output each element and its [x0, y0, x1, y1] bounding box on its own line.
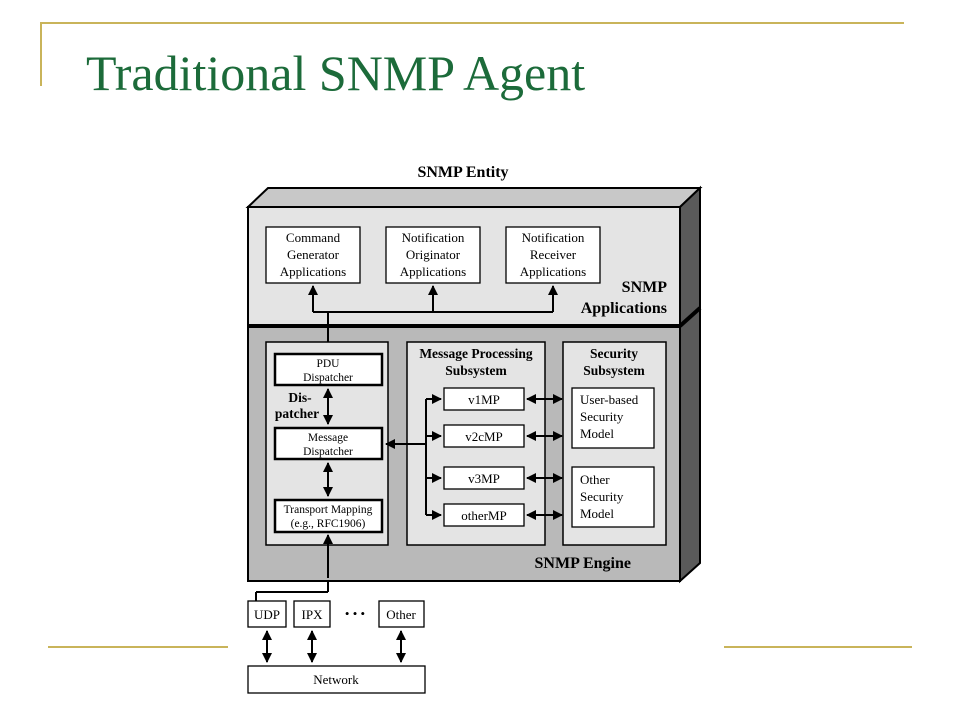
- svg-text:Dispatcher: Dispatcher: [303, 372, 353, 384]
- notification-originator-box: Notification Originator Applications: [385, 226, 481, 284]
- svg-text:Other: Other: [386, 607, 416, 622]
- layer-divider-side: [678, 306, 702, 328]
- svg-text:UDP: UDP: [254, 607, 280, 622]
- svg-text:Dispatcher: Dispatcher: [303, 446, 353, 458]
- entity-top-face: [245, 187, 703, 208]
- svg-text:Security: Security: [580, 409, 624, 424]
- svg-text:(e.g., RFC1906): (e.g., RFC1906): [291, 518, 366, 530]
- mp-model-v1mp: v1MP: [443, 387, 525, 411]
- notification-receiver-box: Notification Receiver Applications: [505, 226, 601, 284]
- svg-text:v1MP: v1MP: [468, 392, 500, 407]
- svg-text:Applications: Applications: [280, 264, 346, 279]
- svg-text:Command: Command: [286, 230, 341, 245]
- security-subsystem-title-2: Subsystem: [583, 363, 645, 378]
- svg-text:Notification: Notification: [402, 230, 465, 245]
- dispatcher-label-2: patcher: [275, 406, 319, 421]
- mp-connector-arrows: [385, 394, 442, 520]
- pdu-dispatcher-box: PDU Dispatcher: [273, 352, 384, 387]
- svg-text:Applications: Applications: [520, 264, 586, 279]
- transport-mapping-box: Transport Mapping (e.g., RFC1906): [273, 498, 384, 534]
- user-based-security-model-box: User-based Security Model: [571, 387, 655, 449]
- svg-text:Generator: Generator: [287, 247, 340, 262]
- svg-text:v2cMP: v2cMP: [465, 429, 503, 444]
- svg-text:Transport Mapping: Transport Mapping: [284, 504, 373, 516]
- message-dispatcher-box: Message Dispatcher: [273, 426, 384, 461]
- svg-text:IPX: IPX: [302, 607, 324, 622]
- svg-text:Network: Network: [313, 672, 359, 687]
- mp-model-v2cmp: v2cMP: [443, 424, 525, 448]
- transport-ipx-box: IPX: [293, 600, 331, 628]
- dispatcher-label: Dis-: [288, 390, 311, 405]
- svg-text:otherMP: otherMP: [461, 508, 507, 523]
- decor-line-left: [40, 22, 42, 86]
- snmp-applications-label-2: Applications: [581, 300, 667, 317]
- svg-text:Applications: Applications: [400, 264, 466, 279]
- svg-text:Security: Security: [580, 489, 624, 504]
- slide-title: Traditional SNMP Agent: [86, 45, 586, 101]
- svg-text:v3MP: v3MP: [468, 471, 500, 486]
- mp-model-othermp: otherMP: [443, 503, 525, 527]
- other-security-model-box: Other Security Model: [571, 466, 655, 528]
- mp-model-v3mp: v3MP: [443, 466, 525, 490]
- svg-text:Originator: Originator: [406, 247, 461, 262]
- svg-text:Model: Model: [580, 426, 614, 441]
- transport-ellipsis: • • •: [345, 606, 365, 621]
- snmp-engine-label: SNMP Engine: [535, 555, 631, 572]
- decor-line-top: [40, 22, 904, 24]
- svg-text:Receiver: Receiver: [530, 247, 577, 262]
- snmp-applications-label: SNMP: [622, 279, 668, 296]
- message-processing-title-2: Subsystem: [445, 363, 507, 378]
- security-connector-arrows: [526, 394, 563, 520]
- decor-line-bottom-right: [724, 646, 912, 648]
- network-box: Network: [247, 665, 426, 694]
- svg-text:Other: Other: [580, 472, 610, 487]
- entity-side-face: [679, 185, 701, 584]
- security-subsystem-title: Security: [590, 346, 638, 361]
- svg-text:User-based: User-based: [580, 392, 639, 407]
- snmp-entity-label: SNMP Entity: [417, 164, 508, 181]
- transport-other-box: Other: [378, 600, 425, 628]
- decor-line-bottom-left: [48, 646, 228, 648]
- transport-udp-box: UDP: [247, 600, 287, 628]
- message-processing-title: Message Processing: [419, 346, 533, 361]
- svg-text:Message: Message: [308, 432, 348, 444]
- command-generator-box: Command Generator Applications: [265, 226, 361, 284]
- svg-text:PDU: PDU: [316, 358, 340, 370]
- svg-text:Model: Model: [580, 506, 614, 521]
- transport-connectors: [255, 580, 406, 663]
- svg-text:Notification: Notification: [522, 230, 585, 245]
